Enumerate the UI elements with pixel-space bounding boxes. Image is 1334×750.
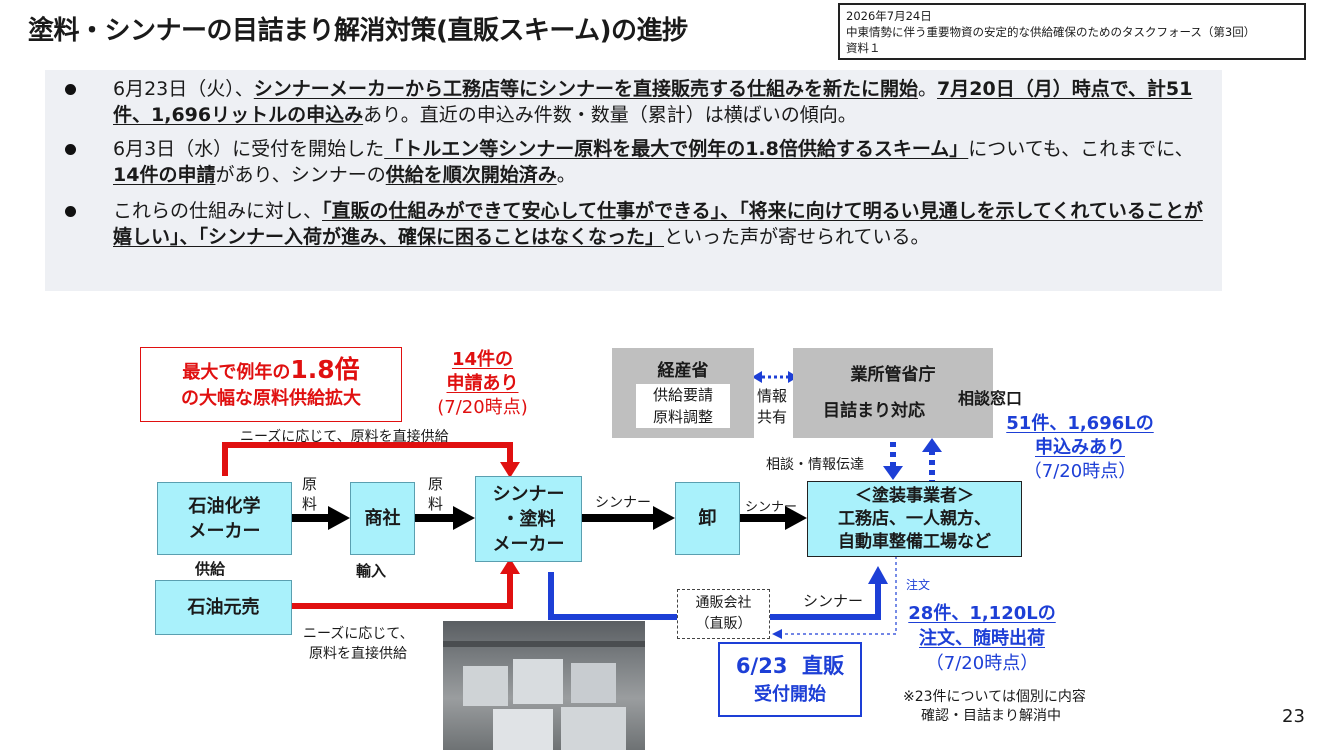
direct-sales-start-box: 6/23 直販 受付開始 (718, 642, 862, 717)
bullet-segment: シンナーメーカーから工務店等にシンナーを直接販売する仕組みを新たに開始 (253, 78, 919, 100)
applications-51: 51件、1,696Lの 申込みあり （7/20時点） (1006, 413, 1154, 482)
pallet-photo (443, 621, 645, 750)
thinner-maker-box: シンナー・塗料メーカー (475, 476, 582, 562)
thinner-label-1: シンナー (595, 495, 651, 511)
blue-arrowhead (868, 566, 888, 584)
page-title: 塗料・シンナーの目詰まり解消対策(直販スキーム)の進捗 (28, 16, 688, 46)
red-supply-line-top (222, 442, 513, 476)
thinner-label-3: シンナー (803, 592, 864, 610)
agency-title: 業所管省庁 (850, 365, 936, 385)
refiner-box: 石油元売 (155, 580, 292, 635)
bullet-segment: についても、これまでに、 (968, 138, 1194, 160)
meti-box: 経産省 供給要請 原料調整 (612, 348, 754, 438)
bullet-3: これらの仕組みに対し、「直販の仕組みができて安心して仕事ができる」、「将来に向け… (65, 198, 1215, 250)
page-number: 23 (1282, 706, 1305, 727)
bullet-segment: 6月23日（火）、 (113, 78, 254, 100)
ec-company-box: 通販会社 （直販） (677, 589, 770, 639)
doc-material: 資料１ (846, 41, 881, 55)
bullet-dot-icon (65, 144, 76, 155)
needs-label-bottom: ニーズに応じて、 原料を直接供給 (303, 626, 414, 662)
wholesale-box: 卸 (675, 482, 740, 555)
supply-expansion-box: 最大で例年の1.8倍 の大幅な原料供給拡大 (140, 347, 402, 422)
bullet-text: これらの仕組みに対し、「直販の仕組みができて安心して仕事ができる」、「将来に向け… (65, 198, 1215, 250)
expansion-multiplier: 1.8倍 (290, 355, 360, 384)
needs-label-top: ニーズに応じて、原料を直接供給 (240, 429, 449, 445)
summary-panel: 6月23日（火）、シンナーメーカーから工務店等にシンナーを直接販売する仕組みを新… (45, 70, 1222, 291)
doc-meeting: 中東情勢に伴う重要物資の安定的な供給確保のためのタスクフォース（第3回） (846, 25, 1256, 39)
consult-info-label: 相談・情報伝達 (766, 457, 864, 473)
bullet-2: 6月3日（水）に受付を開始した「トルエン等シンナー原料を最大で例年の1.8倍供給… (65, 136, 1215, 188)
meti-title: 経産省 (657, 361, 709, 381)
agency-task: 目詰まり対応 (823, 401, 925, 421)
trading-company-box: 商社 (350, 482, 415, 555)
order-dashed-line (780, 556, 897, 635)
expansion-text-b: の大幅な原料供給拡大 (181, 388, 361, 409)
bullet-segment: 「トルエン等シンナー原料を最大で例年の1.8倍供給するスキーム」 (384, 138, 969, 160)
bullet-segment: 。 (556, 164, 576, 186)
bullet-dot-icon (65, 206, 76, 217)
footnote: ※23件については個別に内容 確認・目詰まり解消中 (903, 689, 1086, 724)
red-supply-line-bottom (292, 572, 513, 609)
bullet-segment: 供給を順次開始済み (385, 164, 557, 186)
orders-28: 28件、1,120Lの 注文、随時出荷 （7/20時点） (908, 603, 1056, 674)
doc-date: 2026年7月24日 (846, 9, 932, 23)
bullet-segment: 。 (918, 78, 938, 100)
info-share-label: 情報 共有 (756, 387, 787, 426)
bullet-segment: 「直販の仕組みができて安心して仕事ができる」、「将来に向けて明るい見通しを示して… (113, 200, 1203, 248)
red-arrowhead-bottom (500, 558, 520, 574)
bullet-segment: があり、シンナーの (215, 164, 386, 186)
supply-label: 供給 (195, 560, 226, 578)
applications-14: 14件の 申請あり (7/20時点) (437, 349, 528, 418)
order-label: 注文 (906, 578, 931, 592)
raw-label-1: 原料 (302, 475, 318, 513)
raw-label-2: 原料 (428, 475, 444, 513)
import-label: 輸入 (356, 562, 387, 580)
consult-window-label: 相談窓口 (958, 389, 1023, 408)
bullet-segment: これらの仕組みに対し、 (113, 200, 323, 222)
meti-roles: 供給要請 原料調整 (636, 384, 730, 428)
bullet-text: 6月3日（水）に受付を開始した「トルエン等シンナー原料を最大で例年の1.8倍供給… (65, 136, 1215, 188)
bullet-1: 6月23日（火）、シンナーメーカーから工務店等にシンナーを直接販売する仕組みを新… (65, 76, 1215, 128)
bullet-segment: あり。直近の申込み件数・数量（累計）は横ばいの傾向。 (363, 104, 857, 126)
expansion-text-a: 最大で例年の (182, 362, 291, 383)
agency-box: 業所管省庁 目詰まり対応 (793, 348, 993, 438)
petrochem-maker-box: 石油化学メーカー (157, 482, 292, 555)
bullet-segment: 14件の申請 (113, 164, 216, 186)
bullet-segment: 7月20日（月）時点で、計51件、1,696リットルの申込み (113, 78, 1193, 126)
thinner-label-2: シンナー (745, 500, 798, 515)
bullet-text: 6月23日（火）、シンナーメーカーから工務店等にシンナーを直接販売する仕組みを新… (65, 76, 1215, 128)
document-info-box: 2026年7月24日 中東情勢に伴う重要物資の安定的な供給確保のためのタスクフォ… (838, 3, 1306, 60)
bullet-dot-icon (65, 84, 76, 95)
bullet-segment: 6月3日（水）に受付を開始した (113, 138, 385, 160)
bullet-segment: といった声が寄せられている。 (664, 226, 930, 248)
red-arrowhead-top (500, 462, 520, 478)
painters-box: ＜塗装事業者＞工務店、一人親方、自動車整備工場など (807, 481, 1022, 557)
